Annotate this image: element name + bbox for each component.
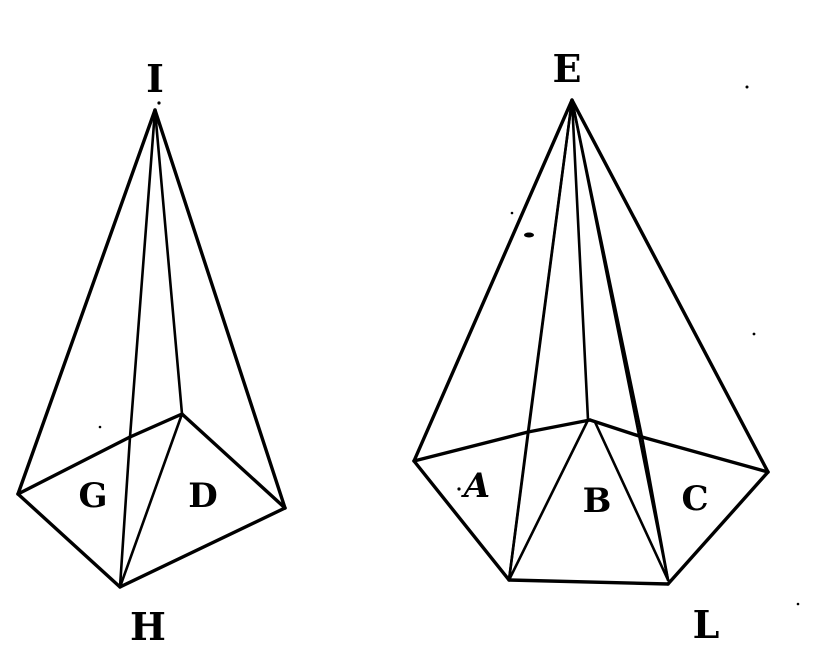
ink-speck xyxy=(796,602,800,606)
left-fold-back-to-front xyxy=(118,412,184,589)
right-face-label-1: A xyxy=(461,466,490,506)
ink-specks xyxy=(98,85,800,606)
left-edge-apex-to-back xyxy=(153,108,184,416)
right-base-back-left-to-back xyxy=(526,418,592,434)
right-base-left-to-front-left xyxy=(412,459,511,582)
left-edge-apex-to-left xyxy=(16,108,157,496)
right-pyramid: E L A B C xyxy=(412,46,770,645)
ink-speck xyxy=(524,232,534,238)
left-edge-apex-to-right xyxy=(153,108,287,510)
left-base-left-to-front xyxy=(16,492,122,589)
right-base-back-to-back-right xyxy=(588,418,644,439)
ink-speck xyxy=(98,425,102,429)
left-face-label-1: G xyxy=(78,476,107,516)
left-pyramid: I H G D xyxy=(16,56,287,645)
left-base-back-to-right xyxy=(180,412,287,510)
ink-speck xyxy=(510,211,514,215)
ink-speck xyxy=(745,85,749,89)
left-fold-mid-to-front xyxy=(118,435,132,589)
right-edge-apex-to-right xyxy=(570,98,770,474)
right-apex-label: E xyxy=(553,46,582,91)
right-edge-apex-to-left xyxy=(412,98,574,463)
left-edge-apex-to-mid xyxy=(128,108,157,439)
ink-speck xyxy=(157,101,161,105)
left-base-left-to-mid xyxy=(16,435,132,496)
left-face-label-2: D xyxy=(188,476,217,516)
right-base-front-edge xyxy=(507,578,670,586)
right-base-vertex-label: L xyxy=(693,602,720,645)
right-face-label-3: C xyxy=(681,479,708,519)
right-fold-back-right-to-front-right xyxy=(640,435,670,582)
right-edge-apex-to-back-right xyxy=(570,98,644,439)
right-face-label-2: B xyxy=(583,481,612,521)
right-edge-apex-to-back-left xyxy=(526,98,574,434)
left-apex-label: I xyxy=(146,56,164,101)
left-base-mid-to-back xyxy=(128,412,184,439)
right-fold-back-to-front-right xyxy=(593,420,670,582)
right-base-front-right-to-right xyxy=(666,470,770,586)
right-edge-apex-to-back xyxy=(570,98,590,422)
ink-speck xyxy=(752,332,756,336)
left-base-vertex-label: H xyxy=(130,604,166,645)
right-base-left-to-back-left xyxy=(412,430,530,463)
ink-speck xyxy=(457,487,461,491)
right-fold-back-to-front-left xyxy=(507,418,590,582)
right-base-back-right-to-right xyxy=(640,435,770,474)
left-base-front-to-right xyxy=(118,506,287,589)
right-fold-back-left-to-front-left xyxy=(507,430,530,582)
